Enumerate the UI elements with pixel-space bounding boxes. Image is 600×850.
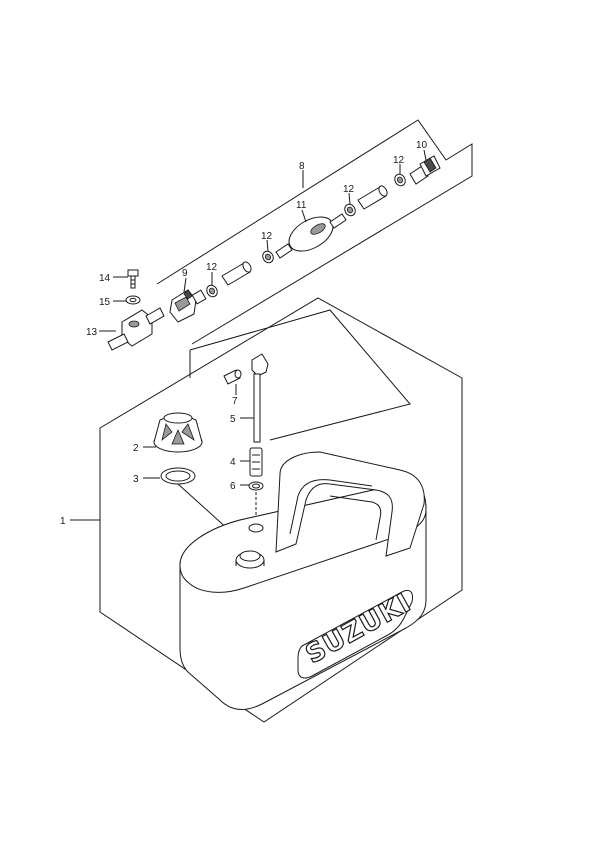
hose-clip-12c (344, 203, 356, 217)
callout-numbers: 1 2 3 4 5 6 7 8 9 10 11 12 12 12 12 13 1… (60, 140, 428, 527)
fuel-hose-segment-1 (221, 261, 252, 286)
fuel-connector-10 (409, 155, 441, 185)
bolt-14 (127, 269, 139, 289)
fuel-joint-13 (107, 307, 165, 351)
gasket-6 (248, 481, 264, 491)
fuel-hose-segment-2 (357, 185, 388, 210)
callout-12d: 12 (393, 155, 405, 166)
tank-logo-plate (297, 589, 413, 679)
callout-12b: 12 (261, 231, 273, 242)
callout-8: 8 (299, 161, 305, 172)
fuel-connector-9 (169, 289, 207, 323)
callout-1: 1 (60, 516, 66, 527)
tank-cap-2 (153, 412, 203, 453)
cap-gasket-3 (160, 467, 196, 485)
callout-12c: 12 (343, 184, 355, 195)
callout-5: 5 (230, 414, 236, 425)
pickup-group-outline (189, 309, 411, 441)
suction-pipe-5 (251, 353, 269, 443)
fuel-tank-1: SUZUKI (99, 297, 463, 723)
primer-bulb-11 (275, 213, 347, 259)
callout-6: 6 (230, 481, 236, 492)
callout-2: 2 (133, 443, 139, 454)
callout-12a: 12 (206, 262, 218, 273)
callout-3: 3 (133, 474, 139, 485)
fuel-joint-group (107, 269, 165, 351)
hose-clip-12a (206, 284, 218, 298)
callout-13: 13 (86, 327, 98, 338)
fuel-hose-assembly-group (156, 119, 473, 345)
callout-10: 10 (416, 140, 428, 151)
hose-clip-12d (394, 173, 406, 187)
callout-15: 15 (99, 297, 111, 308)
callout-leaders (70, 149, 427, 521)
washer-15 (125, 295, 141, 305)
tank-assembly-outline (99, 297, 463, 723)
callout-9: 9 (182, 268, 188, 279)
callout-11: 11 (296, 200, 307, 211)
callout-4: 4 (230, 457, 236, 468)
callout-14: 14 (99, 273, 111, 284)
hose-clip-12b (262, 250, 274, 264)
plug-7 (223, 369, 242, 385)
callout-7: 7 (232, 396, 238, 407)
hose-group-outline (156, 119, 473, 345)
filter-4 (249, 447, 263, 477)
pickup-group (189, 309, 411, 522)
